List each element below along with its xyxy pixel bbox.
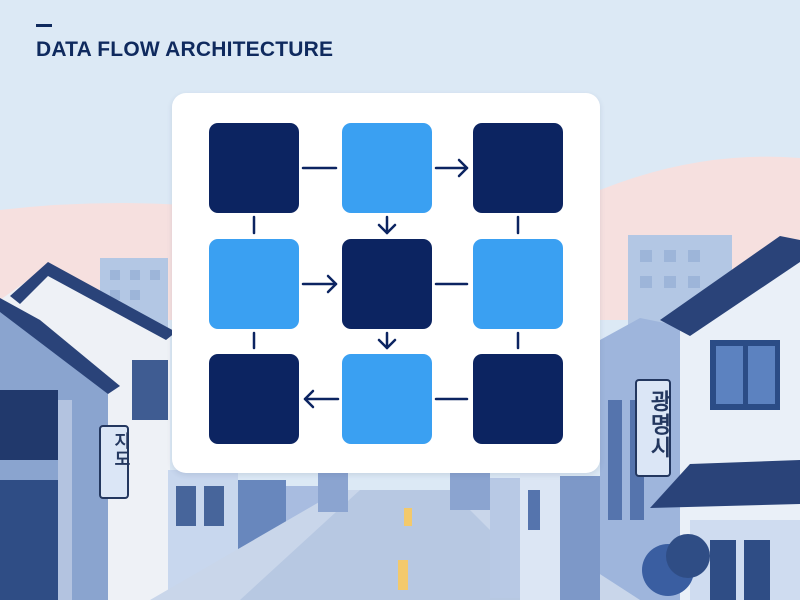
- node-n6: [473, 239, 563, 329]
- edge-n8-n7: [303, 389, 340, 409]
- roof-right: [660, 236, 800, 336]
- node-n9: [473, 354, 563, 444]
- awning-right: [650, 460, 800, 508]
- roof-far-left: [0, 298, 120, 394]
- edge-n4-n5: [301, 274, 338, 294]
- node-n3: [473, 123, 563, 213]
- node-n5: [342, 239, 432, 329]
- node-n4: [209, 239, 299, 329]
- edge-n5-n8: [377, 331, 397, 350]
- sign-right: [635, 379, 671, 477]
- roof-left: [10, 262, 176, 340]
- lane-marking: [404, 508, 412, 526]
- lane-marking: [398, 560, 408, 590]
- title-accent-bar: [36, 24, 52, 27]
- connectors: [252, 158, 520, 409]
- node-n7: [209, 354, 299, 444]
- sign-right-text: 광명시: [646, 390, 671, 459]
- sign-left: [99, 425, 129, 499]
- sign-left-text: 지도: [110, 432, 130, 468]
- edge-n2-n5: [377, 215, 397, 235]
- nodes: [209, 123, 563, 444]
- edge-n2-n3: [434, 158, 469, 178]
- diagram-title: DATA FLOW ARCHITECTURE: [36, 38, 334, 61]
- node-n1: [209, 123, 299, 213]
- house-right: [680, 250, 800, 600]
- node-n2: [342, 123, 432, 213]
- node-n8: [342, 354, 432, 444]
